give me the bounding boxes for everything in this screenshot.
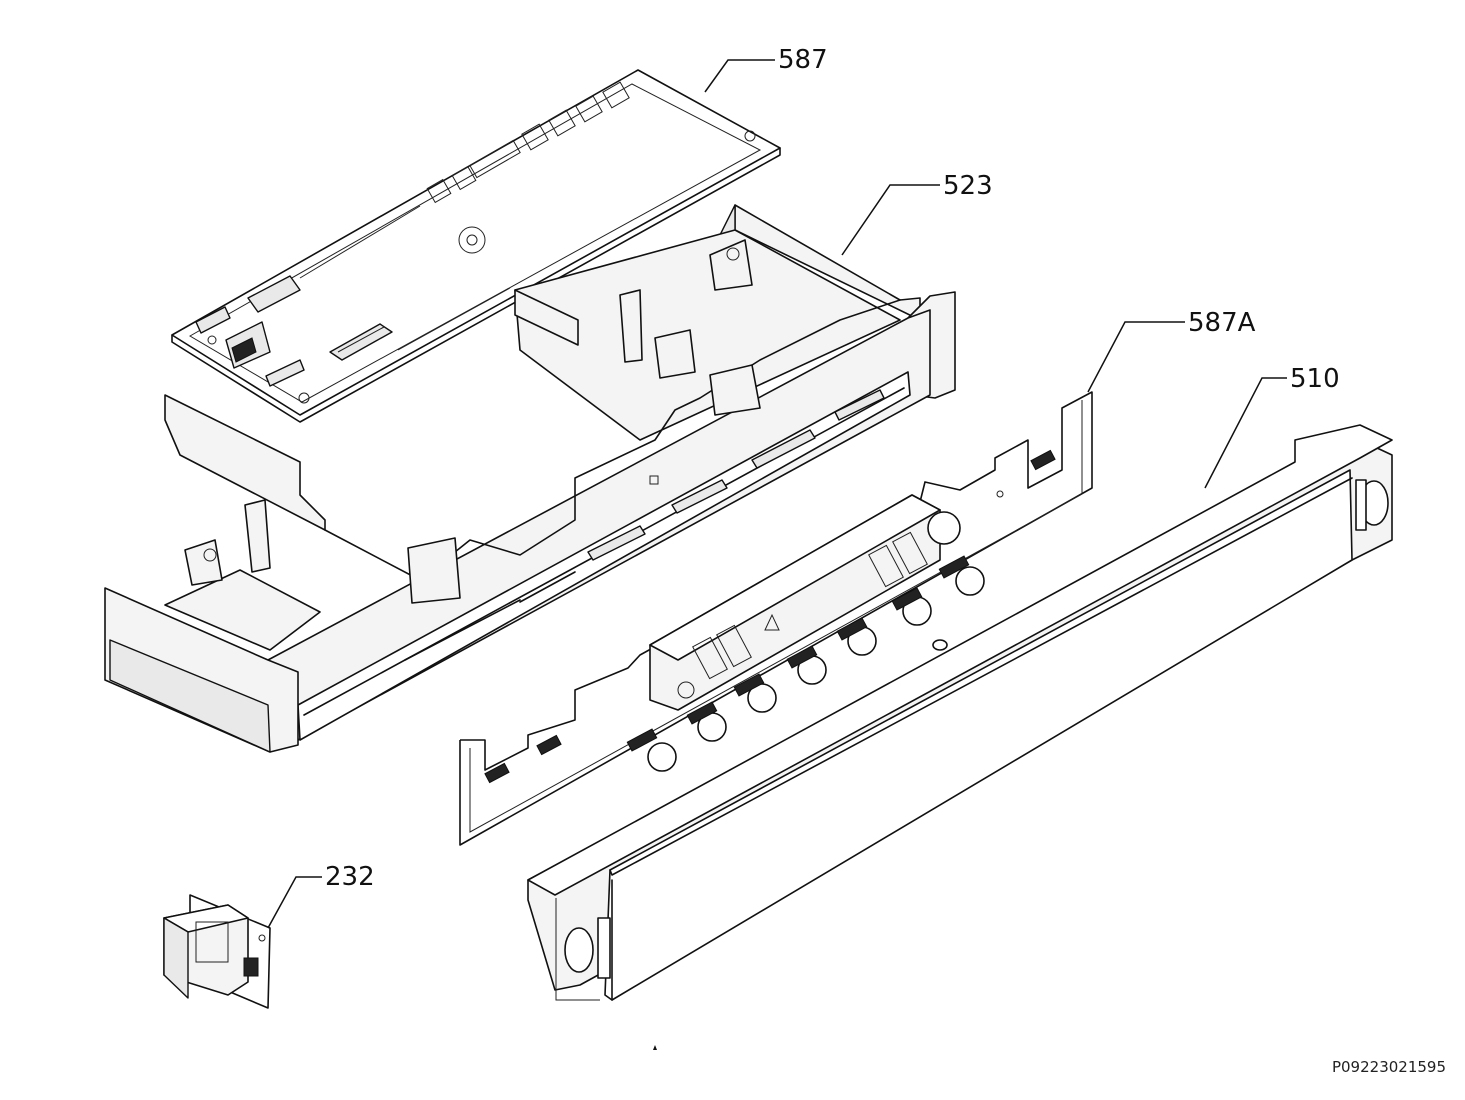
callout-587: 587: [778, 45, 828, 75]
pcb-mount-hole: [458, 226, 486, 254]
bottom-mark: [653, 1045, 657, 1050]
display-digits: [692, 531, 928, 680]
callout-510: 510: [1290, 364, 1340, 394]
pcb-terminal-row: [426, 81, 630, 204]
part-523-housing[interactable]: [104, 204, 956, 753]
part-587a-display-board[interactable]: [459, 391, 1093, 846]
display-board-terminals: [484, 449, 1056, 784]
pcb-connector-block: [195, 275, 393, 387]
document-id: P09223021595: [1332, 1058, 1446, 1076]
part-232-transformer[interactable]: [163, 894, 271, 1009]
housing-slots: [587, 389, 885, 561]
part-510-control-panel[interactable]: [527, 424, 1393, 1001]
housing-latch-clips: [184, 239, 761, 604]
panel-mount-holes: [564, 479, 1389, 979]
leader-lines: [267, 59, 1287, 929]
callout-232: 232: [325, 862, 375, 892]
part-587-pcb[interactable]: [171, 69, 781, 423]
callout-587a: 587A: [1188, 308, 1256, 338]
callout-523: 523: [943, 171, 993, 201]
keypad-buttons: [626, 555, 985, 772]
